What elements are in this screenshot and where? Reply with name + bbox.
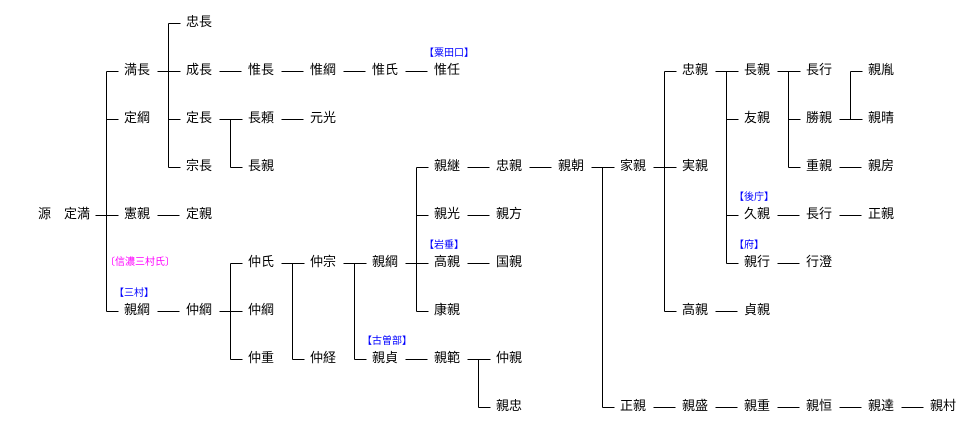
person-name: 仲経 (310, 351, 337, 366)
person-name: 仲氏 (248, 255, 275, 270)
branch-label: 【三村】 (114, 288, 154, 299)
root-ancestor-name: 源 定満 (38, 207, 91, 222)
person-name: 実親 (682, 159, 709, 174)
person-name: 親村 (930, 399, 957, 414)
person-name: 長頼 (248, 111, 275, 126)
person-name: 親貞 (372, 351, 399, 366)
person-name: 親継 (434, 159, 461, 174)
person-name: 惟綱 (310, 63, 337, 78)
person-name: 国親 (496, 255, 523, 270)
person-name: 長親 (248, 159, 275, 174)
person-name: 定親 (186, 207, 213, 222)
person-name: 勝親 (806, 111, 833, 126)
person-name: 親光 (434, 207, 461, 222)
branch-label: 【後庁】 (734, 192, 774, 203)
person-name: 忠親 (682, 63, 709, 78)
branch-label: 【府】 (734, 240, 764, 251)
person-name: 惟氏 (372, 63, 399, 78)
clan-label: 〔信濃三村氏〕 (105, 257, 175, 268)
person-name: 親晴 (868, 111, 895, 126)
person-name: 仲綱 (186, 303, 213, 318)
person-name: 仲綱 (248, 303, 275, 318)
branch-label: 【粟田口】 (424, 48, 474, 59)
person-name: 貞親 (744, 303, 771, 318)
person-name: 忠親 (496, 159, 523, 174)
person-name: 友親 (744, 111, 771, 126)
person-name: 仲重 (248, 351, 275, 366)
person-name: 長行 (806, 207, 833, 222)
person-name: 親忠 (496, 399, 523, 414)
branch-label: 【古曽部】 (362, 336, 412, 347)
person-name: 親行 (744, 255, 771, 270)
person-name: 親恒 (806, 399, 833, 414)
person-name: 親綱 (124, 303, 151, 318)
person-name: 親朝 (558, 159, 585, 174)
person-name: 親房 (868, 159, 895, 174)
person-name: 正親 (868, 207, 895, 222)
person-name: 惟任 (434, 63, 461, 78)
person-name: 長行 (806, 63, 833, 78)
person-name: 親盛 (682, 399, 709, 414)
person-name: 仲親 (496, 351, 523, 366)
person-name: 高親 (434, 255, 461, 270)
person-name: 成長 (186, 63, 213, 78)
branch-label: 【岩垂】 (424, 240, 464, 251)
person-name: 親方 (496, 207, 523, 222)
person-name: 正親 (620, 399, 647, 414)
person-name: 親範 (434, 351, 461, 366)
person-name: 元光 (310, 111, 337, 126)
person-name: 満長 (124, 63, 151, 78)
person-name: 惟長 (248, 63, 275, 78)
person-name: 親達 (868, 399, 895, 414)
person-name: 宗長 (186, 159, 213, 174)
person-name: 行澄 (806, 255, 833, 270)
person-name: 長親 (744, 63, 771, 78)
person-name: 憲親 (124, 207, 151, 222)
person-name: 重親 (806, 159, 833, 174)
person-name: 忠長 (186, 15, 213, 30)
person-name: 久親 (744, 207, 771, 222)
person-name: 康親 (434, 303, 461, 318)
person-name: 定長 (186, 111, 213, 126)
person-name: 定綱 (124, 111, 151, 126)
person-name: 親胤 (868, 63, 895, 78)
person-name: 仲宗 (310, 255, 337, 270)
person-name: 家親 (620, 159, 647, 174)
person-name: 親重 (744, 399, 771, 414)
person-name: 親綱 (372, 255, 399, 270)
person-name: 高親 (682, 303, 709, 318)
